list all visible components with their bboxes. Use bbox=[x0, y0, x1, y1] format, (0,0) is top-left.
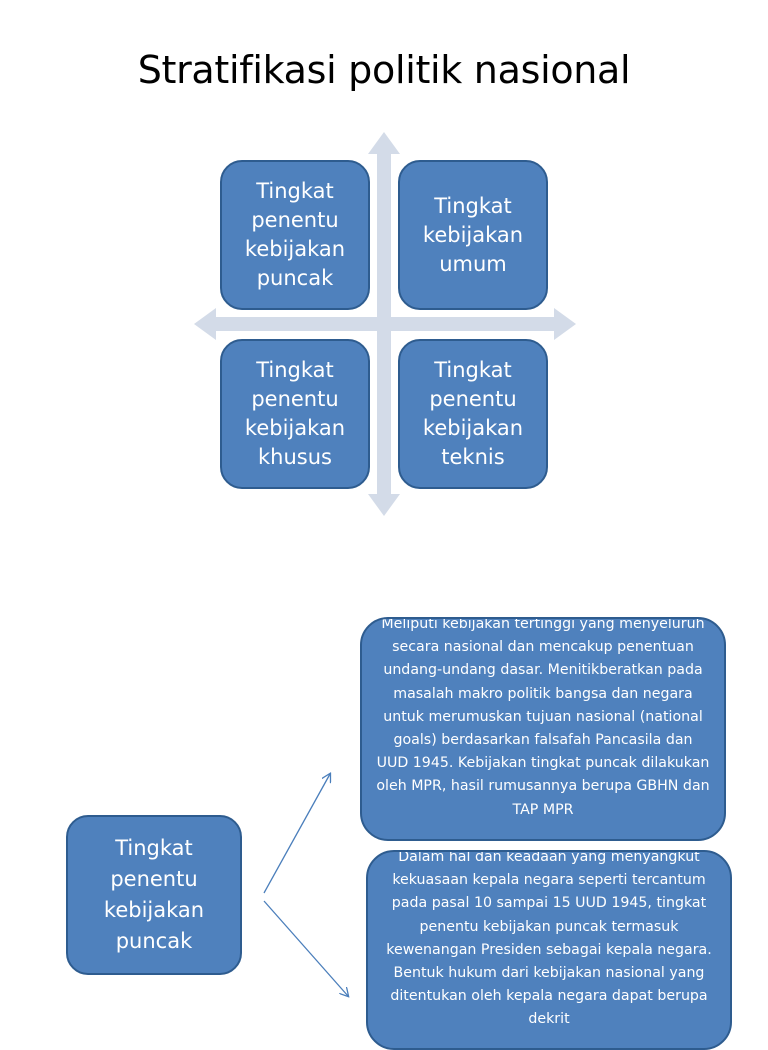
page-title: Stratifikasi politik nasional bbox=[137, 48, 631, 92]
quadrant-bottom-right: Tingkat penentu kebijakan teknis bbox=[398, 339, 548, 489]
quadrant-bottom-left: Tingkat penentu kebijakan khusus bbox=[220, 339, 370, 489]
description-text-2: Dalam hal dan keadaan yang menyangkut ke… bbox=[386, 850, 712, 1028]
connector-arrows bbox=[263, 0, 768, 1024]
description-box-1: Meliputi kebijakan tertinggi yang menyel… bbox=[360, 617, 726, 841]
quadrant-label: Tingkat kebijakan umum bbox=[422, 193, 524, 276]
quadrant-top-left: Tingkat penentu kebijakan puncak bbox=[220, 160, 370, 310]
quadrant-label: Tingkat penentu kebijakan teknis bbox=[422, 358, 524, 469]
source-box-tingkat-puncak: Tingkat penentu kebijakan puncak bbox=[66, 815, 242, 975]
quadrant-label: Tingkat penentu kebijakan puncak bbox=[244, 179, 346, 290]
description-text-1: Meliputi kebijakan tertinggi yang menyel… bbox=[376, 617, 710, 818]
arrow-to-desc2 bbox=[263, 900, 348, 996]
quadrant-top-right: Tingkat kebijakan umum bbox=[398, 160, 548, 310]
quadrant-label: Tingkat penentu kebijakan khusus bbox=[244, 358, 346, 469]
source-label: Tingkat penentu kebijakan puncak bbox=[103, 836, 205, 953]
arrow-to-desc1 bbox=[263, 774, 330, 894]
cross-axes bbox=[194, 132, 576, 516]
description-box-2: Dalam hal dan keadaan yang menyangkut ke… bbox=[366, 850, 732, 1050]
